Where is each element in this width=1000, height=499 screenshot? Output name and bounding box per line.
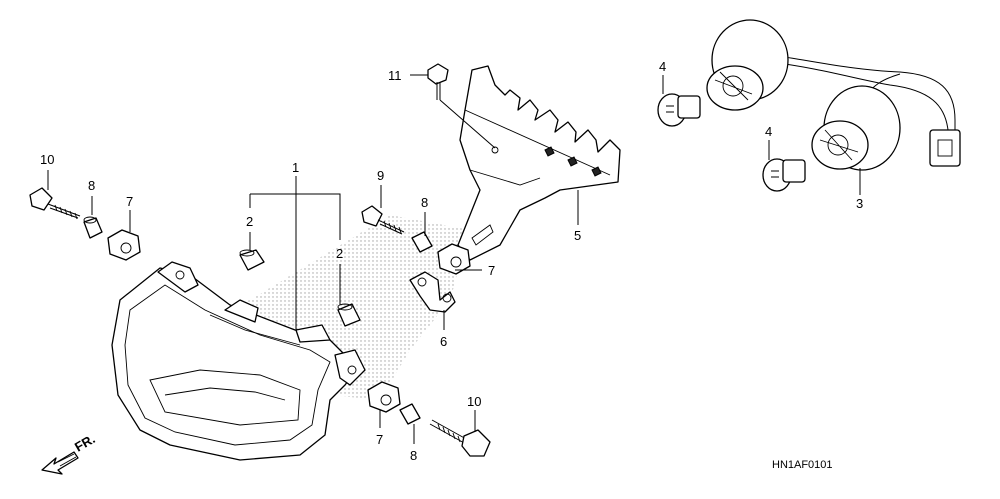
callout-3: 3 xyxy=(856,196,863,211)
bulb-lower xyxy=(762,158,806,192)
front-direction-arrow: FR. xyxy=(41,431,98,475)
callout-11: 11 xyxy=(388,68,402,83)
callout-4-upper: 4 xyxy=(659,59,666,74)
callout-5: 5 xyxy=(574,228,581,243)
grommet-lower xyxy=(367,381,401,413)
collar-2-upper xyxy=(239,249,265,271)
callout-10-upper: 10 xyxy=(40,152,54,167)
callout-2-lower: 2 xyxy=(336,246,343,261)
bolt-9 xyxy=(361,205,405,235)
collar-lower xyxy=(399,403,421,425)
direction-label: FR. xyxy=(72,431,98,454)
callouts: 10 8 7 1 2 2 9 8 7 6 7 8 10 11 5 4 4 3 xyxy=(40,59,863,463)
socket-harness xyxy=(706,19,961,171)
callout-10-lower: 10 xyxy=(467,394,481,409)
collar-upper-left xyxy=(83,216,103,239)
callout-9: 9 xyxy=(377,168,384,183)
bolt-11 xyxy=(427,63,449,100)
collar-2-lower xyxy=(337,303,361,327)
diagram-code: HN1AF0101 xyxy=(772,459,833,471)
callout-4-lower: 4 xyxy=(765,124,772,139)
callout-1: 1 xyxy=(292,160,299,175)
callout-2-upper: 2 xyxy=(246,214,253,229)
headlight-bracket xyxy=(457,65,621,261)
callout-6: 6 xyxy=(440,334,447,349)
callout-8-lower: 8 xyxy=(410,448,417,463)
callout-8-middle: 8 xyxy=(421,195,428,210)
grommet-upper-left xyxy=(107,229,141,261)
bolt-upper-left xyxy=(29,187,81,220)
callout-7-middle: 7 xyxy=(488,263,495,278)
bolt-lower-right xyxy=(429,419,491,457)
stay-6 xyxy=(409,271,456,313)
grommet-middle xyxy=(437,243,471,275)
collar-middle xyxy=(411,231,433,253)
leader-lines xyxy=(47,74,861,444)
callout-7-lower: 7 xyxy=(376,432,383,447)
headlight-assembly xyxy=(111,261,366,461)
callout-7-upper: 7 xyxy=(126,194,133,209)
bulb-upper xyxy=(657,93,701,127)
callout-8-upper: 8 xyxy=(88,178,95,193)
